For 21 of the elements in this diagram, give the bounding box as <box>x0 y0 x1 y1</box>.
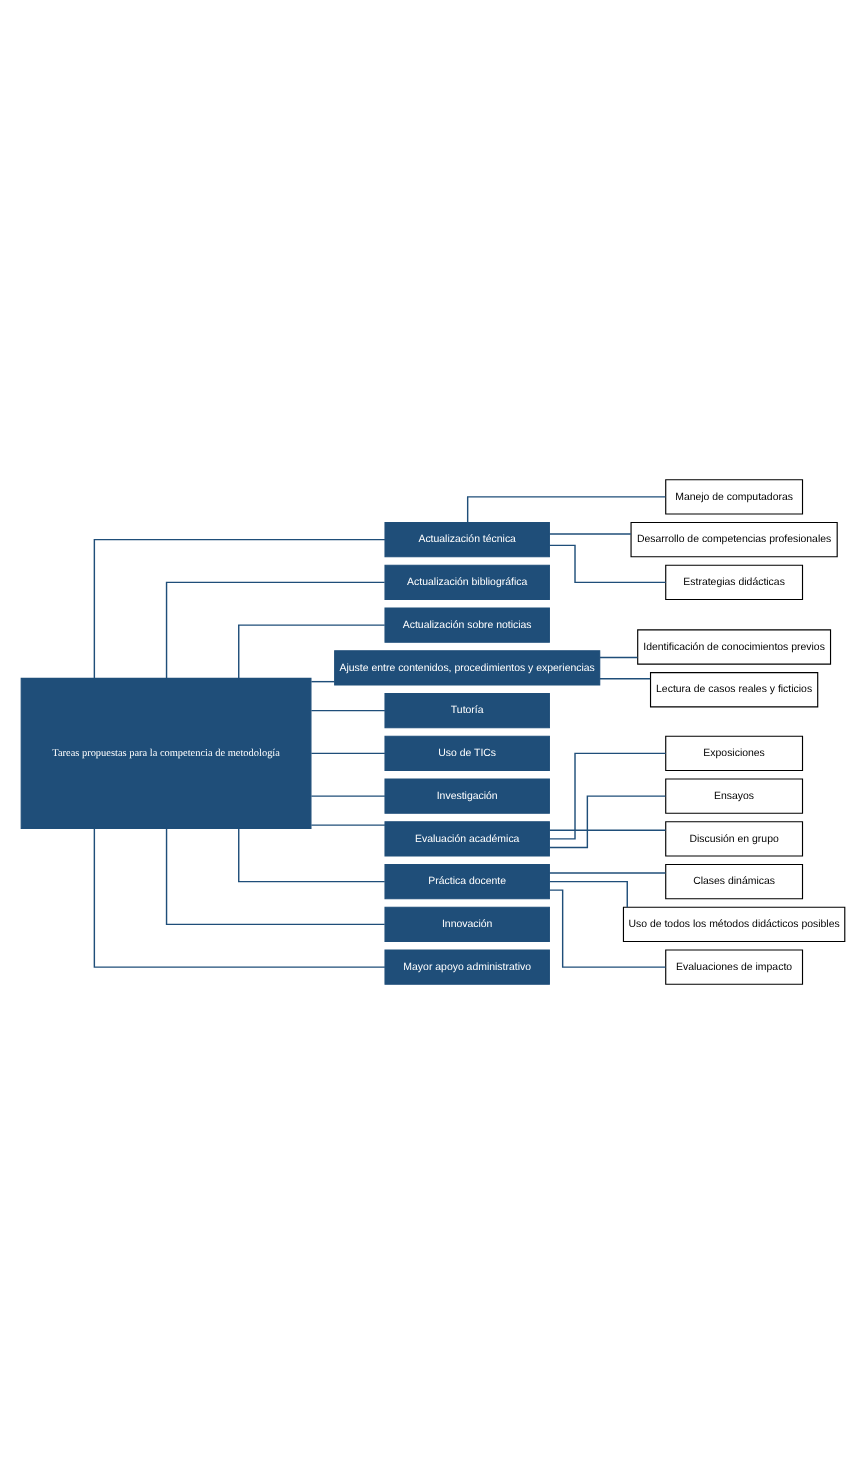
connector <box>548 544 667 584</box>
connector <box>310 709 386 712</box>
connector <box>93 538 386 680</box>
connector <box>548 752 667 840</box>
connector <box>238 624 386 679</box>
connector <box>310 752 386 755</box>
connector <box>310 680 336 683</box>
connector <box>548 533 632 535</box>
connector <box>599 678 651 680</box>
connector <box>548 872 667 874</box>
connector <box>310 824 386 826</box>
connector <box>165 827 386 926</box>
connector <box>548 889 667 968</box>
connector <box>599 656 639 659</box>
connector <box>548 829 667 832</box>
connector <box>548 795 667 849</box>
connector <box>165 581 386 679</box>
connector <box>548 880 628 908</box>
connector <box>93 827 386 968</box>
connector <box>238 828 386 883</box>
connector <box>310 795 386 797</box>
